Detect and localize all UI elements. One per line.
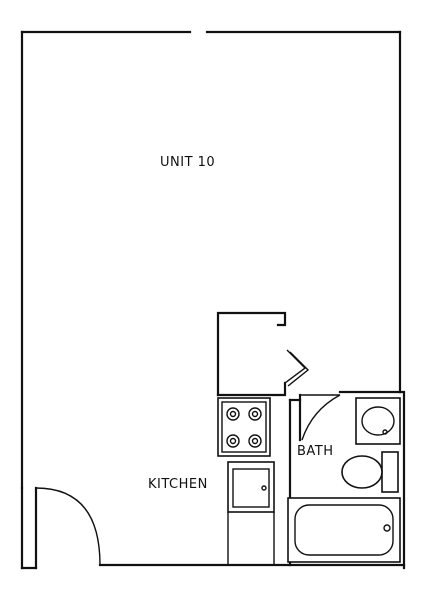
toilet [341,451,399,493]
entry-door [34,486,101,570]
range [217,397,271,457]
closet [216,311,310,397]
kitchen-label: KITCHEN [148,477,208,492]
outer-walls [20,30,406,570]
bathroom-door [300,394,341,441]
bath-label: BATH [297,444,334,459]
kitchen-sink [227,461,275,565]
bathtub [287,497,401,563]
unit-label: UNIT 10 [160,155,215,170]
bath-sink [355,397,401,445]
